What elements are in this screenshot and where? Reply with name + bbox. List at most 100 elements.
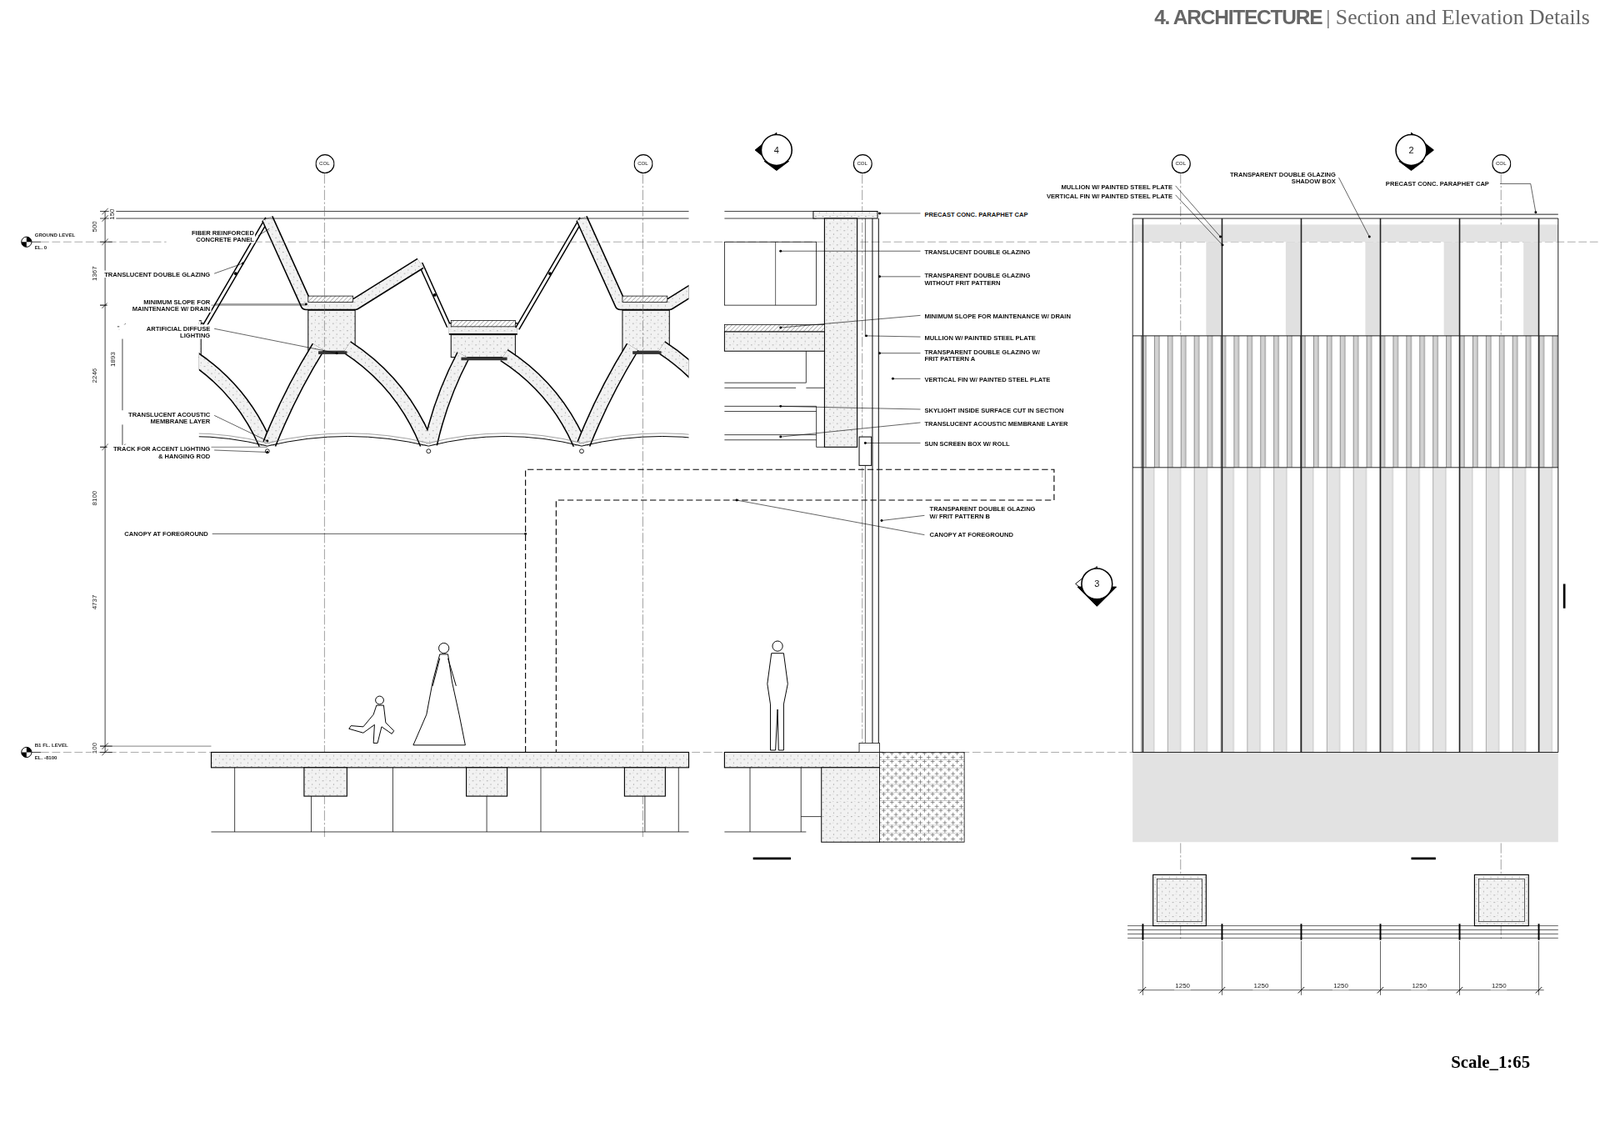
measure: 4 (774, 145, 780, 155)
callout-note: MINIMUM SLOPE FOR MAINTENANCE W/ DRAIN (107, 298, 212, 313)
section-cut-marks (753, 583, 1565, 858)
column-marker: COL (633, 153, 653, 173)
leader-dots-part (265, 450, 269, 454)
callout-note: CANOPY AT FOREGROUND (123, 530, 210, 538)
leader-dots-part (864, 441, 867, 445)
leader-dots-part (265, 440, 269, 443)
facade-plan-part (1157, 878, 1203, 921)
section-cut-marks-part (753, 583, 1565, 858)
callout-note: SUN SCREEN BOX W/ ROLL (923, 440, 1011, 448)
callout-note: TRANSLUCENT DOUBLE GLAZING (103, 270, 212, 278)
human-figures (349, 640, 789, 750)
canopy-outline-part (525, 469, 1055, 752)
leader-lines (212, 177, 1536, 535)
reference-lines-part (100, 305, 306, 746)
dimension-lines-part (105, 210, 106, 752)
callout-note: TRANSPARENT DOUBLE GLAZING W/ FRIT PATTE… (923, 348, 1048, 363)
facade-elevation-part (1132, 224, 1559, 242)
dimension-value: 500 (91, 220, 99, 234)
callout-note: MULLION W/ PAINTED STEEL PLATE (923, 333, 1037, 341)
marker-label: 2 (1395, 133, 1428, 166)
marker-circle-outline (1171, 154, 1190, 173)
column-marker: COL (315, 153, 335, 173)
dimension-value: 100 (91, 741, 99, 755)
leader-lines-part (214, 303, 306, 305)
marker-label: 3 (1080, 567, 1114, 600)
human-figures-part (375, 695, 385, 705)
leader-dots-part (878, 211, 881, 215)
level-label: B1 FL. LEVEL (35, 742, 69, 749)
wall-section-middle-part (859, 436, 872, 465)
leader-lines-part (214, 328, 337, 353)
facade-plan-part (1478, 878, 1525, 921)
wall-section-middle-part (824, 218, 857, 447)
section-marker-arrows (755, 132, 1434, 606)
leader-dots-part (865, 334, 868, 337)
level-label: EL. -8100 (35, 755, 58, 761)
leader-dots-part (335, 351, 339, 355)
human-figures-part (767, 653, 788, 750)
leader-dots-part (735, 499, 739, 502)
leader-lines-part (880, 275, 921, 277)
leader-dots-part (891, 377, 895, 380)
facade-elevation-part (1523, 241, 1539, 336)
reference-lines-part (112, 210, 817, 219)
measure: COL (1495, 160, 1507, 166)
measure: COL (856, 160, 868, 166)
facade-elevation-part (1444, 241, 1460, 336)
leader-dots-part (1219, 235, 1222, 239)
wall-section-middle-part (859, 742, 880, 752)
leader-dots (241, 210, 1537, 535)
level-datum-symbols (21, 236, 41, 757)
measure: COL (1175, 160, 1186, 166)
wall-section-middle-part (724, 751, 883, 767)
dimension-lines-part (117, 323, 128, 450)
wall-section-middle-part (775, 241, 776, 305)
leader-dots-part (1368, 235, 1371, 239)
dimension-value: 150 (109, 207, 116, 221)
facade-elevation-part (1285, 241, 1301, 336)
facade-elevation-part (1132, 467, 1559, 753)
dimension-value: 2246 (91, 367, 99, 385)
human-figures-part (439, 642, 450, 653)
dimension-value: 4737 (91, 593, 99, 610)
facade-plan-part (1127, 925, 1559, 939)
leader-dots-part (779, 435, 782, 439)
marker-label: 4 (760, 133, 793, 166)
leader-lines-part (1500, 183, 1536, 212)
level-label: GROUND LEVEL (35, 232, 76, 239)
marker-label: COL (315, 153, 335, 173)
callout-note: VERTICAL FIN W/ PAINTED STEEL PLATE (923, 375, 1051, 384)
leader-dots-part (305, 302, 308, 305)
leader-lines-part (1175, 195, 1223, 245)
column-marker: COL (852, 153, 872, 173)
roof-section (0, 218, 896, 454)
callout-note: MULLION W/ PAINTED STEEL PLATE (1060, 182, 1174, 190)
dimension-value: 1250 (1174, 982, 1191, 990)
sawtooth-roof-part (517, 218, 690, 454)
level-datum-symbols-part (21, 746, 32, 757)
leader-lines-part (866, 335, 921, 337)
sawtooth-roof-part (199, 218, 268, 454)
sheet-subtitle: | Section and Elevation Details (1325, 5, 1590, 31)
facade-elevation-part (1132, 218, 1559, 752)
leader-lines-part (865, 442, 920, 444)
reference-lines (40, 210, 1600, 752)
facade-elevation-part (1205, 241, 1221, 336)
marker-circle-outline (634, 154, 653, 173)
marker-label: COL (1170, 153, 1190, 173)
callout-note: TRANSLUCENT DOUBLE GLAZING (923, 248, 1032, 256)
callout-note: VERTICAL FIN W/ PAINTED STEEL PLATE (1045, 191, 1174, 200)
wall-section-middle-part (724, 767, 821, 832)
human-figures-part (432, 658, 456, 686)
scale-note: Scale_1:65 (1450, 1051, 1530, 1072)
wall-section-middle-part (821, 767, 880, 842)
leader-lines-part (880, 212, 921, 214)
leader-lines-part (881, 515, 925, 520)
leader-dots-part (524, 532, 527, 535)
human-figures-part (413, 654, 465, 745)
callout-note: TRANSLUCENT ACOUSTIC MEMBRANE LAYER (112, 410, 212, 425)
floor-slab-left-part (466, 767, 508, 796)
facade-plan-part (1153, 874, 1207, 925)
leader-lines-part (780, 315, 921, 328)
